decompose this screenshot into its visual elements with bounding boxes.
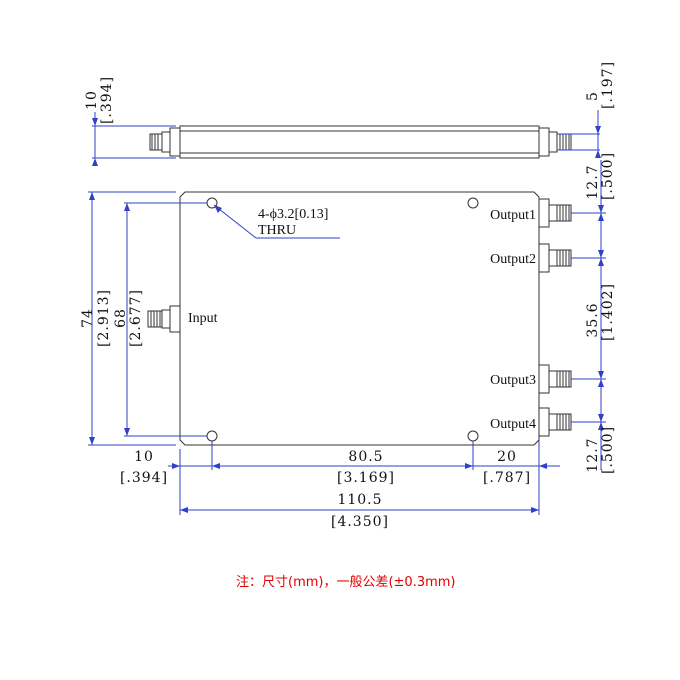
output-connector-4 [538,407,572,437]
dim-hole-height-mm: 68 [113,308,129,328]
dim-total-width-mm: 110.5 [337,492,382,508]
output-connector-2 [538,243,572,273]
top-body [179,191,540,446]
top-view [88,160,606,515]
output-connector-1 [538,198,572,228]
hole-callout-thru: THRU [258,223,296,238]
dim-left-offset-in: [.394] [120,470,168,486]
port-label-input: Input [188,311,218,326]
mount-hole-top-right [467,197,479,209]
dim-right-offset-in: [.787] [483,470,531,486]
side-height-mm: 10 [84,90,100,110]
dim-bot-pitch-in: [.500] [600,426,616,474]
dim-top-pitch-in: [.500] [600,152,616,200]
dim-left-offset-mm: 10 [134,449,154,465]
side-conn-in: [.197] [600,61,616,109]
dim-bot-pitch-mm: 12.7 [585,437,601,472]
side-view [92,110,601,166]
dim-total-height-in: [2.913] [96,289,112,347]
input-connector [147,305,181,333]
dim-total-height-mm: 74 [80,308,96,328]
mount-hole-bottom-right [467,430,479,442]
port-label-output1: Output1 [490,208,536,223]
port-label-output3: Output3 [490,373,536,388]
hole-callout-size: 4-ϕ3.2[0.13] [258,207,328,222]
dim-right-offset-mm: 20 [497,449,517,465]
side-left-connector [149,127,181,157]
output-connector-3 [538,364,572,394]
dim-total-width-in: [4.350] [331,514,389,530]
dim-hole-width-mm: 80.5 [348,449,383,465]
dim-hole-height-in: [2.677] [128,289,144,347]
dim-mid-pitch-in: [1.402] [600,283,616,341]
port-label-output4: Output4 [490,417,536,432]
dim-hole-width-in: [3.169] [337,470,395,486]
port-label-output2: Output2 [490,252,536,267]
side-height-in: [.394] [99,76,115,124]
tolerance-note: 注：尺寸(mm)，一般公差(±0.3mm) [236,574,456,590]
side-right-connector [538,127,572,157]
mount-hole-bottom-left [206,430,218,442]
side-conn-mm: 5 [585,91,601,101]
dim-mid-pitch-mm: 35.6 [585,302,601,337]
dim-top-pitch-mm: 12.7 [585,164,601,199]
